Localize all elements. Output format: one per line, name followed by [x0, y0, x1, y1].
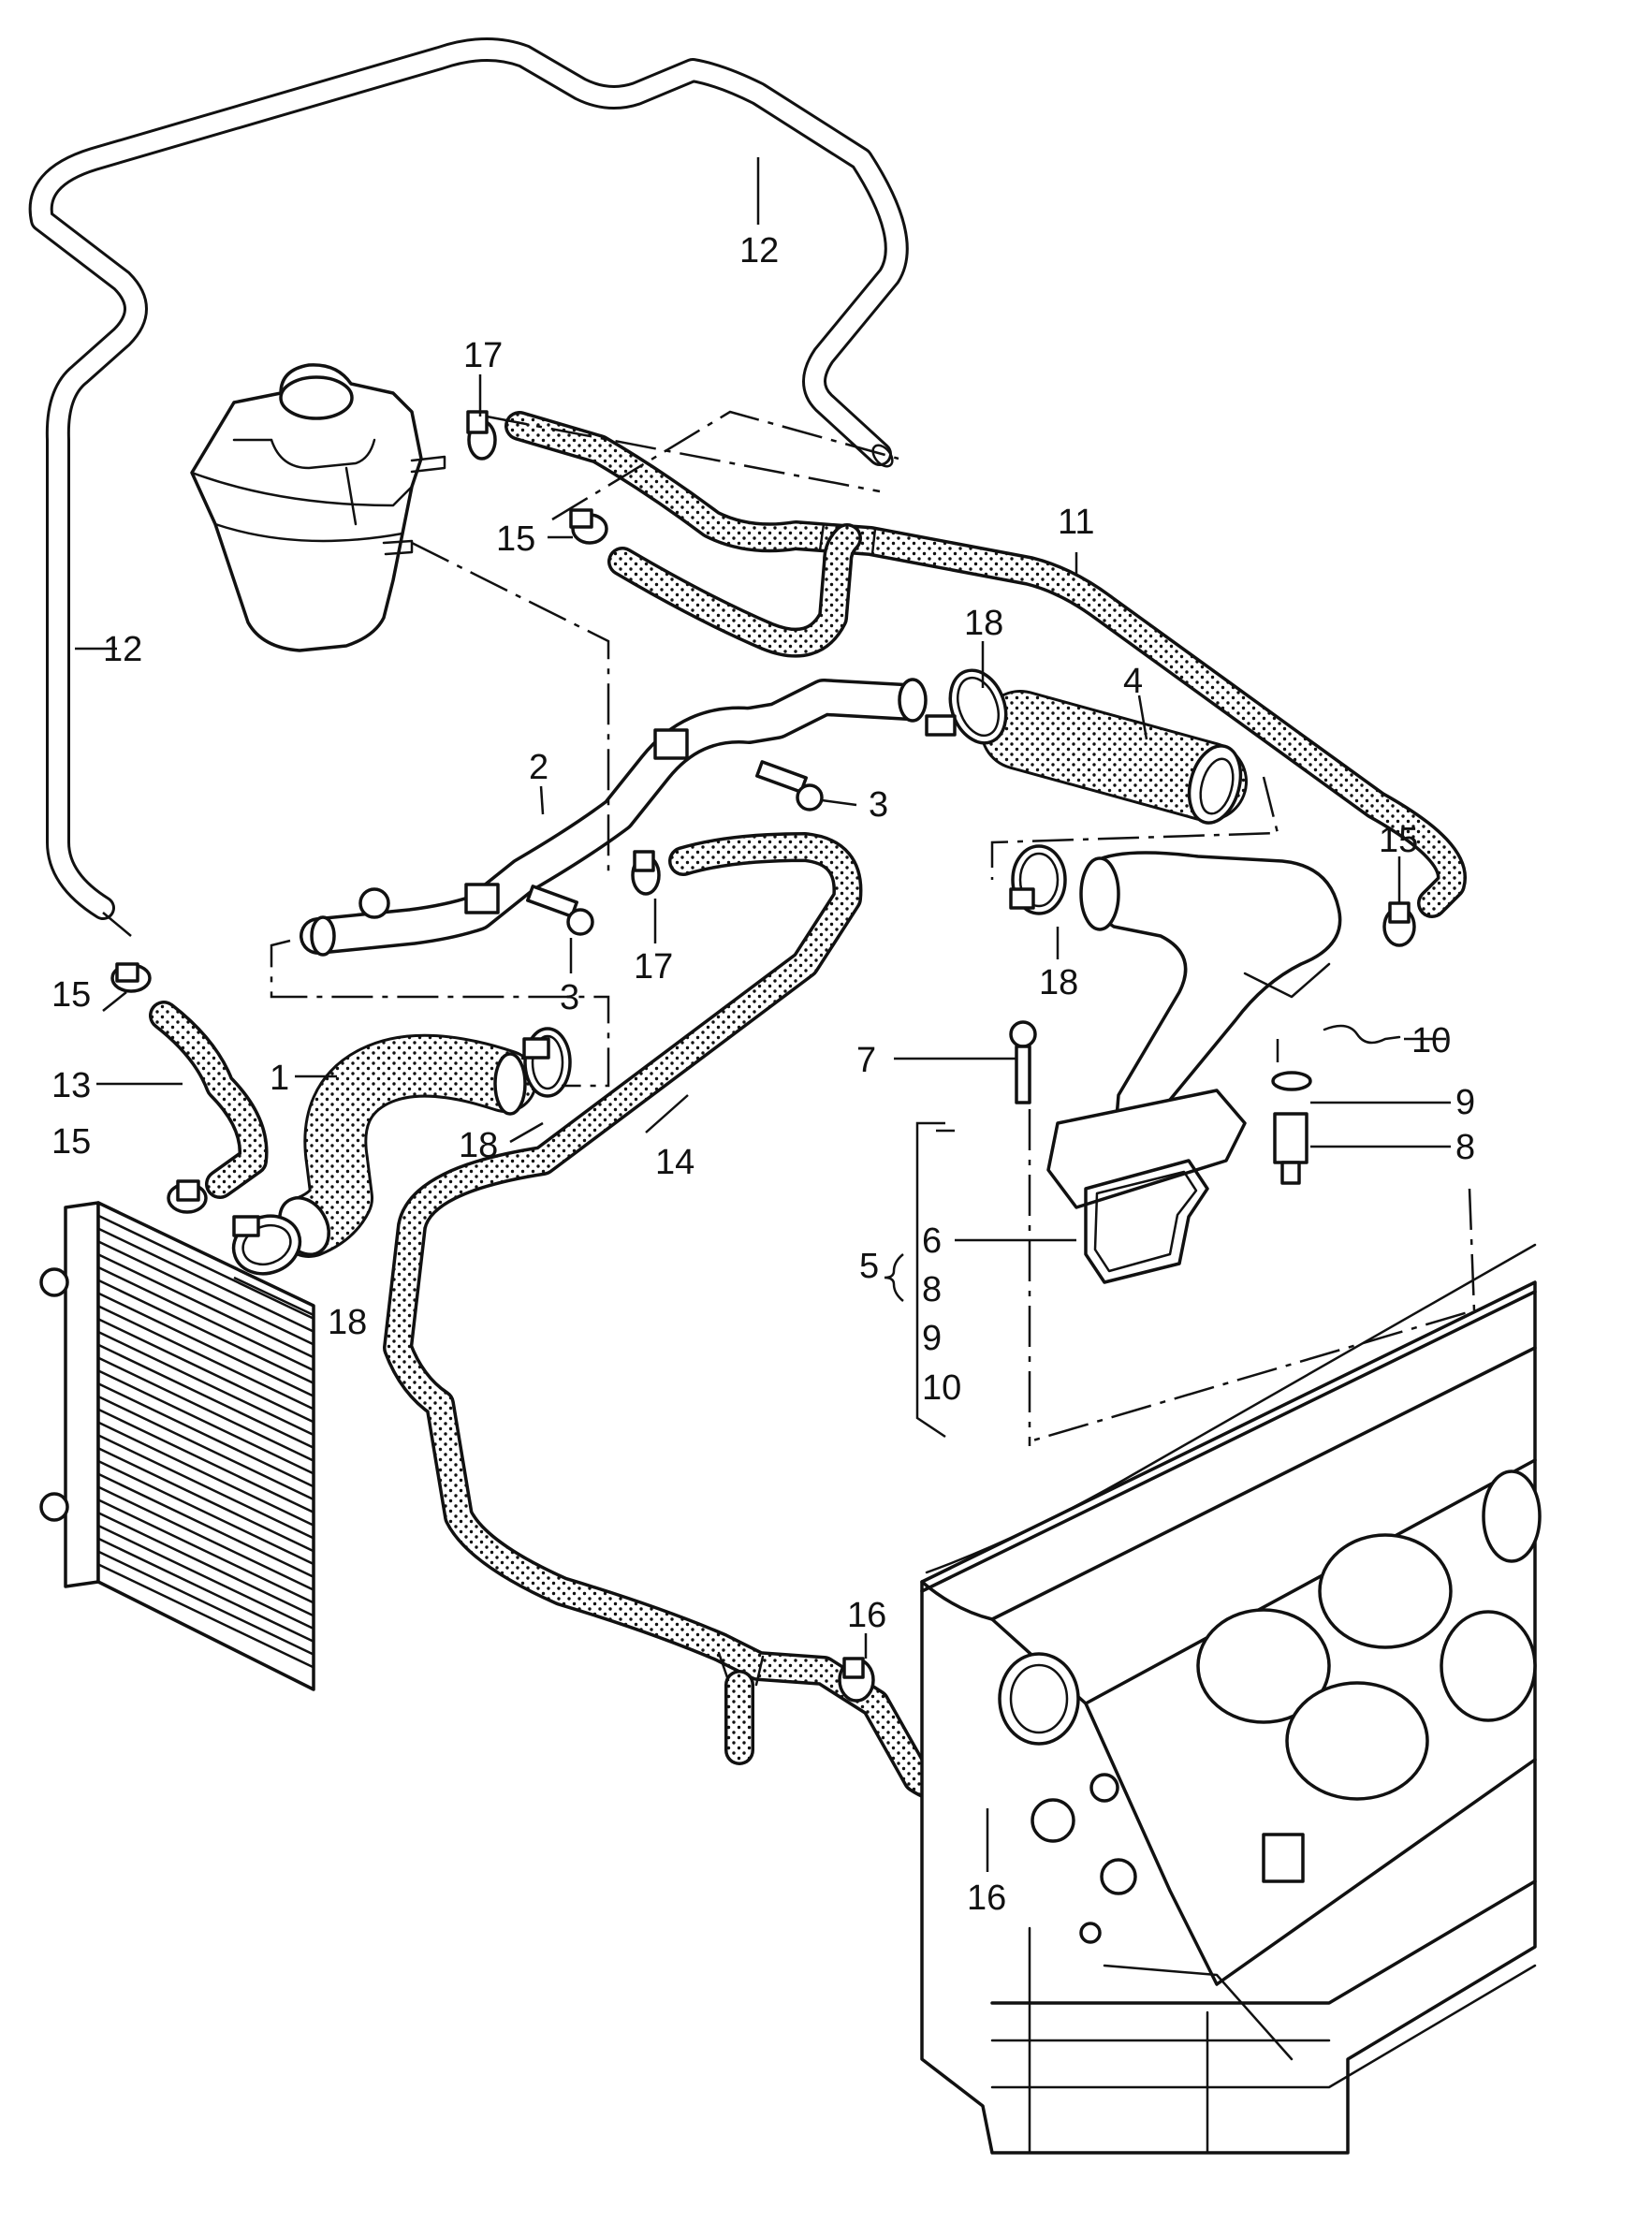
radiator-fin — [97, 1421, 314, 1527]
callout-16-upper: 16 — [847, 1596, 886, 1635]
hose-13 — [149, 1001, 269, 1199]
radiator-fin — [97, 1434, 314, 1540]
callout-6: 6 — [922, 1221, 942, 1261]
callout-10-group: 10 — [922, 1368, 961, 1408]
callout-17-lower: 17 — [634, 947, 673, 987]
clip-10 — [1323, 1024, 1401, 1045]
hose-4 — [980, 690, 1248, 825]
callout-7: 7 — [856, 1041, 876, 1080]
radiator-fin — [97, 1499, 314, 1604]
callout-4: 4 — [1123, 662, 1143, 701]
callout-3-upper: 3 — [869, 785, 888, 825]
hose-clamp-15-right — [1382, 901, 1416, 947]
callout-9-top: 9 — [1455, 1083, 1475, 1122]
radiator-fin — [97, 1550, 314, 1656]
callout-2: 2 — [529, 748, 548, 787]
hose-clamp-15-left — [110, 962, 152, 993]
radiator-fin — [97, 1485, 314, 1591]
bolt-7 — [1009, 1020, 1037, 1104]
radiator-fin — [97, 1265, 314, 1372]
o-ring-9 — [1271, 1071, 1312, 1091]
hose-11 — [504, 411, 1467, 918]
radiator-fin — [97, 1305, 314, 1411]
radiator-fin — [97, 1343, 314, 1449]
radiator-fin — [97, 1512, 314, 1617]
radiator-fin — [97, 1563, 314, 1669]
radiator-fin — [97, 1240, 314, 1346]
callout-8-group: 8 — [922, 1270, 942, 1309]
radiator — [39, 1201, 315, 1691]
callout-12-left: 12 — [103, 630, 142, 669]
radiator-fin — [97, 1537, 314, 1643]
engine-block — [920, 1243, 1542, 2155]
radiator-fin — [97, 1459, 314, 1566]
hose-clamp-18-low — [231, 1214, 302, 1276]
hose-clamp-15-upper — [569, 508, 608, 545]
callout-10-top: 10 — [1411, 1021, 1451, 1060]
callout-13: 13 — [51, 1066, 91, 1105]
radiator-fin — [97, 1227, 314, 1333]
radiator-fin — [97, 1356, 314, 1462]
callout-15-left: 15 — [51, 975, 91, 1015]
callout-8-top: 8 — [1455, 1128, 1475, 1167]
gasket-6-inner — [1093, 1170, 1198, 1273]
radiator-fin — [97, 1292, 314, 1397]
callout-1: 1 — [270, 1059, 289, 1098]
callout-16-lower: 16 — [967, 1879, 1006, 1918]
hose-clamp-16-upper — [838, 1657, 875, 1703]
hose-clamp-15-radiator — [167, 1179, 208, 1214]
bolt-3-upper — [755, 760, 824, 811]
hose-14 — [383, 832, 988, 1805]
callout-17-top: 17 — [463, 336, 503, 375]
callout-15-radiator: 15 — [51, 1122, 91, 1162]
callout-18-mid: 18 — [1039, 963, 1078, 1002]
radiator-fin — [97, 1253, 314, 1359]
radiator-fin — [97, 1472, 314, 1578]
callout-18-low: 18 — [328, 1303, 367, 1342]
callout-9-group: 9 — [922, 1319, 942, 1358]
hose-tank-branch — [607, 523, 862, 658]
callout-18-top: 18 — [964, 604, 1003, 643]
callout-15-top: 15 — [496, 519, 535, 559]
radiator-fin — [97, 1447, 314, 1553]
callout-15-right: 15 — [1379, 821, 1418, 860]
callout-12-top: 12 — [739, 231, 779, 270]
hose-clamp-18-top — [925, 668, 1008, 745]
callout-3-lower: 3 — [560, 978, 579, 1017]
hose-clamp-17-upper — [466, 410, 497, 461]
radiator-fin — [97, 1318, 314, 1424]
coolant-pipe-2 — [300, 678, 928, 957]
expansion-tank — [190, 363, 446, 652]
callout-14: 14 — [655, 1143, 694, 1182]
hose-clamp-18-mid — [1009, 844, 1067, 915]
gasket-6 — [1084, 1159, 1209, 1284]
callout-11: 11 — [1058, 503, 1094, 542]
assembly-lines — [102, 410, 1476, 1446]
leader-lines — [75, 157, 1451, 1872]
radiator-fin — [97, 1382, 314, 1488]
radiator-fin — [97, 1214, 314, 1320]
temperature-sensor-8 — [1273, 1112, 1308, 1185]
radiator-fin — [97, 1408, 314, 1513]
callout-5: 5 — [859, 1247, 879, 1286]
callout-18-hose1: 18 — [459, 1126, 498, 1165]
bolt-3-lower — [526, 885, 594, 936]
radiator-fin — [97, 1369, 314, 1475]
bleed-hose-12 — [28, 37, 909, 920]
hose-clamp-17-lower — [631, 850, 661, 896]
group-brace-5 — [884, 1253, 904, 1302]
radiator-fin — [97, 1524, 314, 1630]
callout-labels: 12 12 17 15 11 18 4 2 3 3 17 15 18 15 13… — [51, 231, 1475, 1918]
radiator-fin — [97, 1395, 314, 1501]
thermostat-elbow — [1046, 851, 1342, 1209]
radiator-fin — [97, 1330, 314, 1437]
hose-clamp-18-hose1 — [522, 1027, 572, 1098]
radiator-fin — [97, 1279, 314, 1384]
